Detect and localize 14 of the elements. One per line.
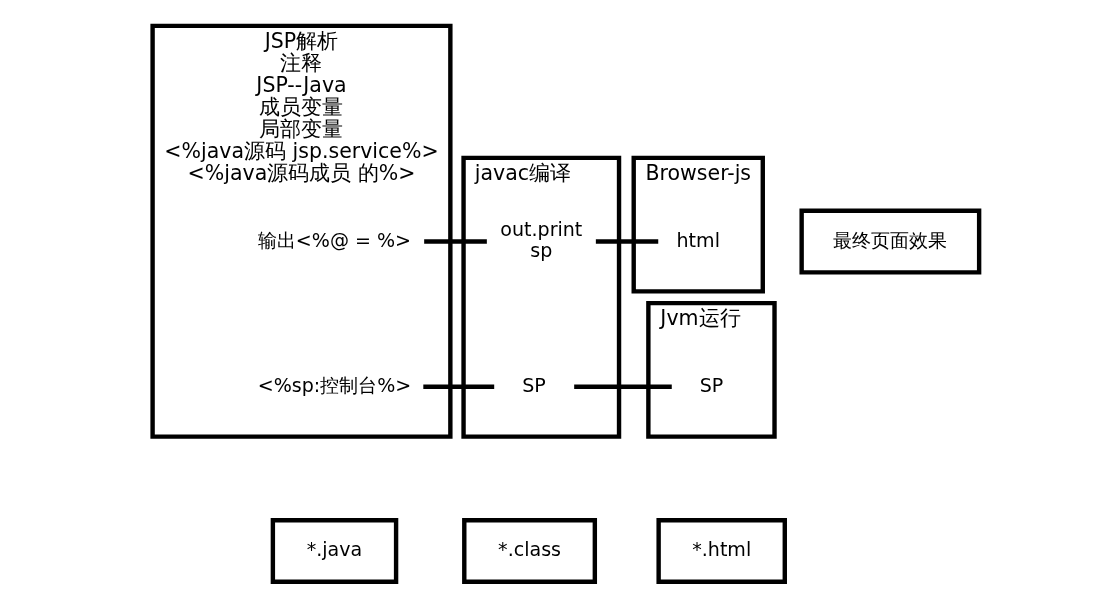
connector — [423, 239, 487, 244]
node-text: 输出<%@ = %> — [257, 228, 411, 251]
node-box: 最终页面效果 — [798, 208, 981, 275]
node-text: SP — [521, 373, 546, 396]
connector — [573, 384, 672, 389]
node-text: out.print sp — [499, 218, 582, 261]
node-text: <%sp:控制台%> — [257, 373, 411, 396]
node-box: *.class — [461, 518, 597, 585]
connector — [422, 384, 494, 389]
node-box: *.html — [655, 518, 787, 585]
connector — [595, 239, 658, 244]
node-text: SP — [699, 373, 723, 396]
node-box: *.java — [270, 518, 398, 585]
node-text: html — [676, 228, 720, 251]
